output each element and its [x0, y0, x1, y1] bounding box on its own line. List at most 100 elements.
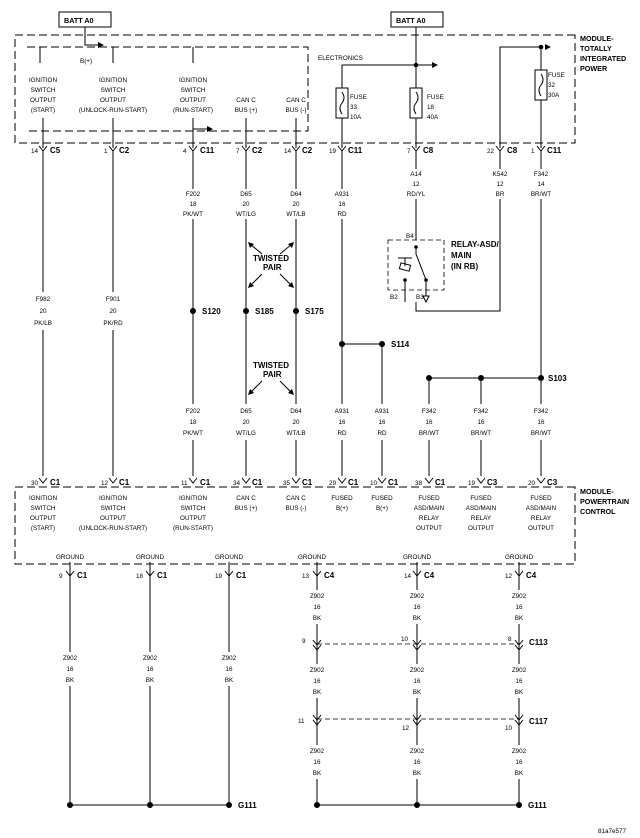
svg-text:IGNITION: IGNITION: [179, 77, 207, 84]
svg-text:A931: A931: [375, 408, 390, 415]
svg-text:C3: C3: [547, 478, 558, 487]
svg-text:BK: BK: [66, 677, 75, 684]
svg-text:BK: BK: [413, 770, 422, 777]
svg-text:GROUND: GROUND: [56, 554, 84, 561]
svg-text:16: 16: [338, 201, 346, 208]
twisted-pair-upper: TWISTED PAIR: [248, 242, 294, 288]
svg-text:22: 22: [487, 148, 495, 155]
fuse-18: FUSE 18 40A: [409, 87, 444, 121]
svg-text:(RUN-START): (RUN-START): [173, 525, 213, 532]
tipm-func-ign-run: IGNITION SWITCH OUTPUT (RUN-START): [173, 77, 213, 114]
svg-text:C1: C1: [77, 571, 88, 580]
svg-text:35: 35: [283, 480, 291, 487]
svg-text:WT/LG: WT/LG: [236, 430, 256, 437]
svg-text:GROUND: GROUND: [136, 554, 164, 561]
svg-text:C8: C8: [423, 146, 434, 155]
svg-text:30: 30: [31, 480, 39, 487]
svg-text:IGNITION: IGNITION: [179, 495, 207, 502]
pcm-funcs: IGNITION SWITCH OUTPUT (START) IGNITION …: [29, 495, 557, 532]
svg-text:BK: BK: [413, 615, 422, 622]
svg-text:16: 16: [313, 678, 321, 685]
svg-text:11: 11: [298, 718, 305, 725]
svg-text:ASD/MAIN: ASD/MAIN: [526, 505, 557, 512]
svg-text:20: 20: [528, 480, 536, 487]
svg-text:S103: S103: [548, 374, 567, 383]
svg-text:PK/WT: PK/WT: [183, 430, 203, 437]
svg-text:B(+): B(+): [336, 505, 348, 512]
svg-text:A14: A14: [410, 171, 422, 178]
svg-text:IGNITION: IGNITION: [29, 77, 57, 84]
svg-text:FUSED: FUSED: [470, 495, 492, 502]
ground-labels: GROUND GROUND GROUND GROUND GROUND GROUN…: [56, 554, 533, 561]
svg-text:CAN C: CAN C: [286, 495, 306, 502]
svg-text:BK: BK: [313, 770, 322, 777]
svg-text:32: 32: [548, 82, 556, 89]
svg-text:CAN C: CAN C: [236, 97, 256, 104]
ground-g111-right: G111: [314, 801, 547, 810]
svg-text:TOTALLY: TOTALLY: [580, 44, 612, 53]
svg-text:C4: C4: [526, 571, 537, 580]
svg-text:PAIR: PAIR: [263, 370, 282, 379]
svg-text:8: 8: [508, 636, 512, 643]
svg-text:C1: C1: [157, 571, 168, 580]
svg-text:OUTPUT: OUTPUT: [100, 515, 126, 522]
svg-text:OUTPUT: OUTPUT: [30, 97, 56, 104]
b-plus-label: B(+): [80, 58, 92, 65]
svg-text:(START): (START): [31, 525, 55, 532]
tipm-func-can-plus: CAN C BUS (+): [235, 97, 258, 114]
svg-text:Z902: Z902: [410, 667, 425, 674]
svg-text:C3: C3: [487, 478, 498, 487]
svg-text:OUTPUT: OUTPUT: [100, 97, 126, 104]
svg-text:C4: C4: [424, 571, 435, 580]
svg-text:D64: D64: [290, 191, 302, 198]
svg-text:18: 18: [136, 573, 144, 580]
svg-text:POWER: POWER: [580, 64, 608, 73]
wire-labels-upper-redraw: F202 18 PK/WT D65 20 WT/LG D64 20 WT/LB …: [183, 171, 551, 218]
svg-text:PK/LB: PK/LB: [34, 320, 52, 327]
svg-text:10: 10: [401, 636, 409, 643]
svg-text:C8: C8: [507, 146, 518, 155]
pcm-label: MODULE- POWERTRAIN CONTROL: [580, 487, 629, 516]
svg-text:Z902: Z902: [512, 667, 527, 674]
svg-text:BATT A0: BATT A0: [396, 16, 426, 25]
svg-text:BR/WT: BR/WT: [471, 430, 491, 437]
svg-text:BR/WT: BR/WT: [531, 191, 551, 198]
figure-id: 81a7e577: [598, 828, 627, 835]
svg-text:7: 7: [407, 148, 411, 155]
svg-text:BK: BK: [146, 677, 155, 684]
svg-text:Z902: Z902: [410, 748, 425, 755]
svg-text:34: 34: [233, 480, 241, 487]
svg-text:10: 10: [505, 725, 513, 732]
svg-text:14: 14: [404, 573, 412, 580]
svg-text:12: 12: [496, 181, 504, 188]
svg-text:TWISTED: TWISTED: [253, 254, 289, 263]
svg-text:14: 14: [31, 148, 39, 155]
svg-text:RELAY: RELAY: [419, 515, 440, 522]
svg-text:FUSED: FUSED: [530, 495, 552, 502]
svg-text:FUSE: FUSE: [350, 94, 367, 101]
svg-text:BK: BK: [313, 615, 322, 622]
relay-asd-main: B4 B2 B3 RELAY-ASD/ MAIN (IN RB): [387, 233, 499, 304]
svg-text:4: 4: [183, 148, 187, 155]
svg-text:16: 16: [146, 666, 154, 673]
svg-text:RD/YL: RD/YL: [407, 191, 426, 198]
svg-text:16: 16: [66, 666, 74, 673]
svg-text:SWITCH: SWITCH: [31, 505, 56, 512]
tipm-func-can-minus: CAN C BUS (-): [286, 97, 307, 114]
svg-text:A931: A931: [335, 408, 350, 415]
svg-text:BATT A0: BATT A0: [64, 16, 94, 25]
svg-text:BK: BK: [313, 689, 322, 696]
svg-text:OUTPUT: OUTPUT: [468, 525, 494, 532]
svg-text:C2: C2: [302, 146, 313, 155]
svg-text:FUSE: FUSE: [427, 94, 444, 101]
svg-text:40A: 40A: [427, 114, 439, 121]
svg-text:IGNITION: IGNITION: [99, 77, 127, 84]
svg-text:CAN C: CAN C: [236, 495, 256, 502]
svg-text:RELAY: RELAY: [531, 515, 552, 522]
svg-text:14: 14: [537, 181, 545, 188]
svg-text:K542: K542: [493, 171, 508, 178]
svg-text:20: 20: [39, 308, 47, 315]
svg-text:(IN RB): (IN RB): [451, 262, 478, 271]
svg-text:RELAY: RELAY: [471, 515, 492, 522]
svg-text:16: 16: [313, 604, 321, 611]
